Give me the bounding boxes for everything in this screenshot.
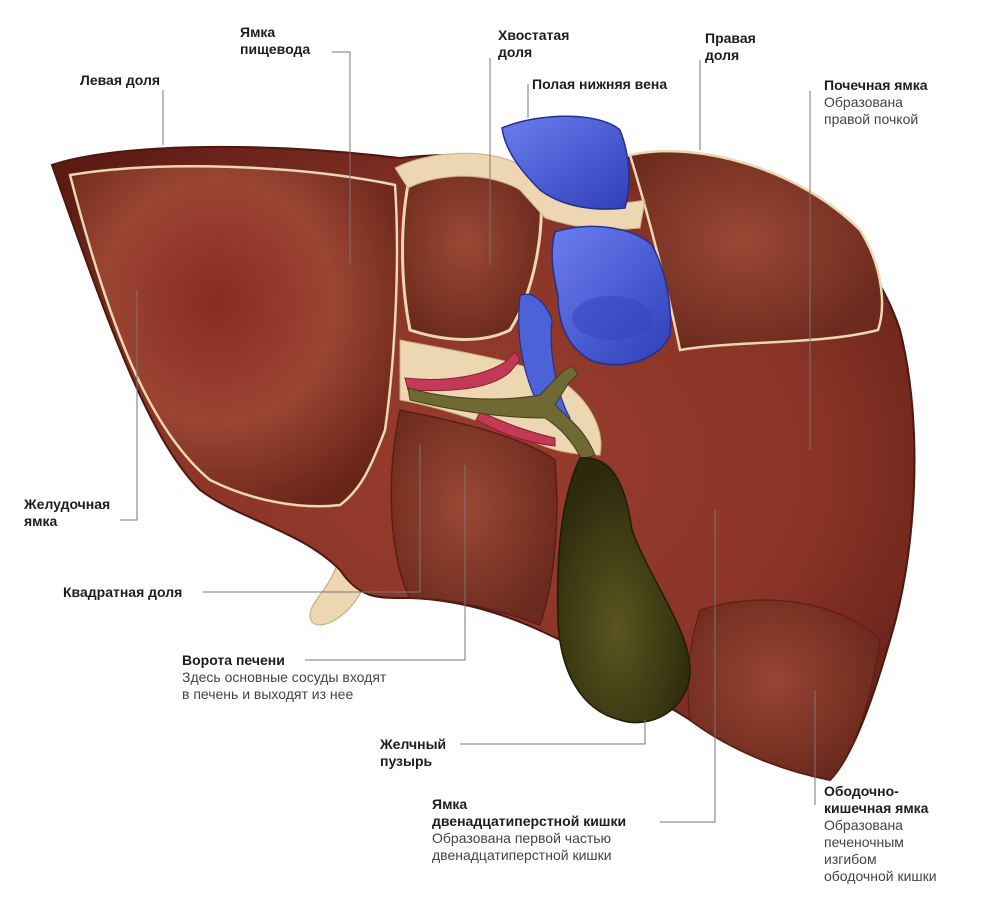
left-lobe-title: Левая доля [80,72,161,88]
label-renal-fossa: Почечная ямка Образована правой почкой [824,77,928,128]
gastric-fossa-title-1: Желудочная [24,496,111,512]
coronary-ligament [394,152,646,230]
inferior-vena-cava-upper [501,115,630,210]
porta-hepatis-desc-1: Здесь основные сосуды входят [182,669,387,685]
left-lobe [68,165,399,508]
colic-fossa-desc-2: печеночным [824,834,904,850]
porta-hepatis-desc-2: в печень и выходят из нее [182,686,354,702]
label-esophageal-fossa: Ямка пищевода [240,24,310,58]
label-colic-fossa: Ободочно- кишечная ямка Образована печен… [824,783,937,885]
gallbladder-title-2: пузырь [380,753,433,769]
hepatic-artery [404,351,556,447]
esophageal-fossa-title-1: Ямка [240,24,276,40]
colic-fossa-area [687,599,881,781]
colic-fossa-title-2: кишечная ямка [824,800,929,816]
duodenal-fossa-title-1: Ямка [432,796,468,812]
renal-fossa-desc-1: Образована [824,94,903,110]
duodenal-fossa-desc-1: Образована первой частью [432,830,612,846]
right-lobe-title-2: доля [705,47,740,63]
label-caudate-lobe: Хвостатая доля [498,27,569,61]
ivc-title: Полая нижняя вена [532,76,668,92]
gastric-fossa-title-2: ямка [24,513,58,529]
label-quadrate-lobe: Квадратная доля [63,584,182,601]
renal-fossa-desc-2: правой почкой [824,111,919,127]
label-gastric-fossa: Желудочная ямка [24,496,110,530]
renal-fossa-title: Почечная ямка [824,77,928,93]
bile-duct [407,365,596,461]
duodenal-fossa-desc-2: двенадцатиперстной кишки [432,847,612,863]
colic-fossa-title-1: Ободочно- [824,783,899,799]
leader-lines [120,51,816,823]
label-duodenal-fossa: Ямка двенадцатиперстной кишки Образована… [432,796,626,864]
label-porta-hepatis: Ворота печени Здесь основные сосуды вход… [182,652,386,703]
label-left-lobe: Левая доля [80,72,160,89]
gallbladder-title-1: Желчный [380,736,447,752]
label-gallbladder: Желчный пузырь [380,736,446,770]
caudate-lobe-title-2: доля [498,44,533,60]
colic-fossa-desc-1: Образована [824,817,903,833]
caudate-lobe-title-1: Хвостатая [498,27,570,43]
gallbladder [556,457,691,724]
duodenal-fossa-title-2: двенадцатиперстной кишки [432,813,627,829]
hilum-band [399,339,602,456]
porta-hepatis-title: Ворота печени [182,652,285,668]
colic-fossa-desc-4: ободочной кишки [824,868,937,884]
quadrate-lobe-title: Квадратная доля [63,584,183,600]
right-lobe-title-1: Правая [705,30,756,46]
colic-fossa-desc-3: изгибом [824,851,877,867]
label-ivc: Полая нижняя вена [532,76,667,93]
quadrate-lobe [390,409,558,626]
esophageal-fossa-title-2: пищевода [240,41,311,57]
ivc-lumen [572,296,652,340]
label-right-lobe: Правая доля [705,30,756,64]
